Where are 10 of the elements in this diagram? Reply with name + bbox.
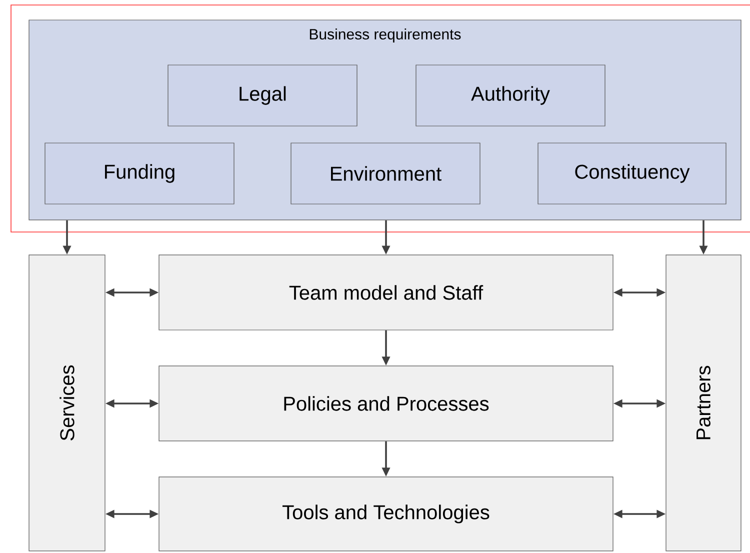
requirement-box: Legal: [168, 64, 358, 126]
requirement-box: Authority: [416, 64, 606, 126]
process-box: Policies and Processes: [158, 366, 614, 442]
process-box: Team model and Staff: [158, 254, 614, 330]
requirement-box: Constituency: [538, 142, 726, 204]
requirement-box: Environment: [290, 142, 480, 204]
process-box: Tools and Technologies: [158, 476, 614, 552]
requirement-box: Funding: [44, 142, 234, 204]
side-bar: Partners: [666, 254, 742, 552]
side-bar: Services: [28, 254, 106, 552]
